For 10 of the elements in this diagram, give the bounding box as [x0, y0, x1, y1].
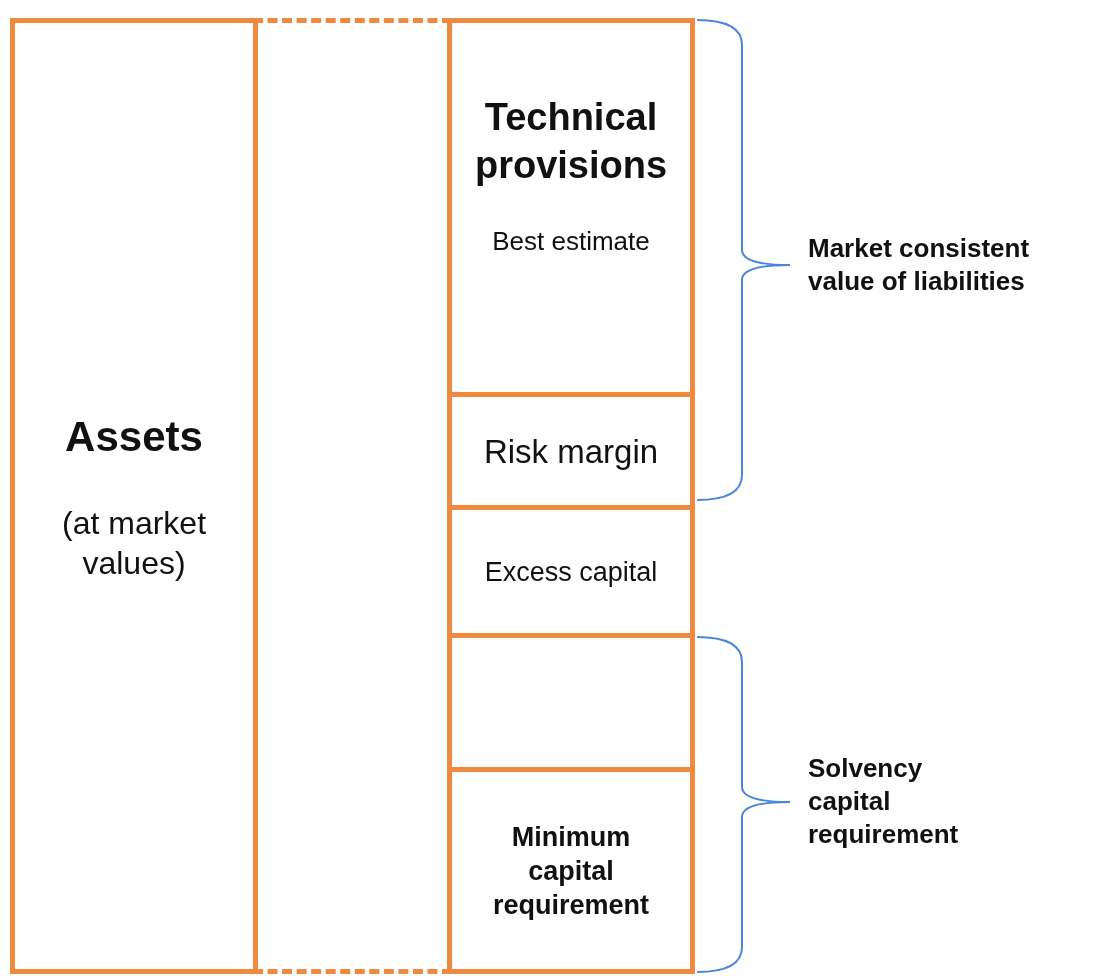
- box-text: Risk margin: [483, 431, 659, 472]
- balance-box: [10, 18, 258, 974]
- brace-label: Solvency capital requirement: [808, 752, 960, 851]
- box-text: (at market values): [61, 503, 207, 583]
- box-text: Best estimate: [492, 225, 650, 258]
- box-heading: Assets: [65, 411, 203, 462]
- box-heading: Technical provisions: [473, 95, 669, 188]
- box-text: Excess capital: [484, 555, 658, 589]
- brace-label: Market consistent value of liabilities: [808, 232, 1031, 298]
- box-heading: Minimum capital requirement: [491, 820, 650, 922]
